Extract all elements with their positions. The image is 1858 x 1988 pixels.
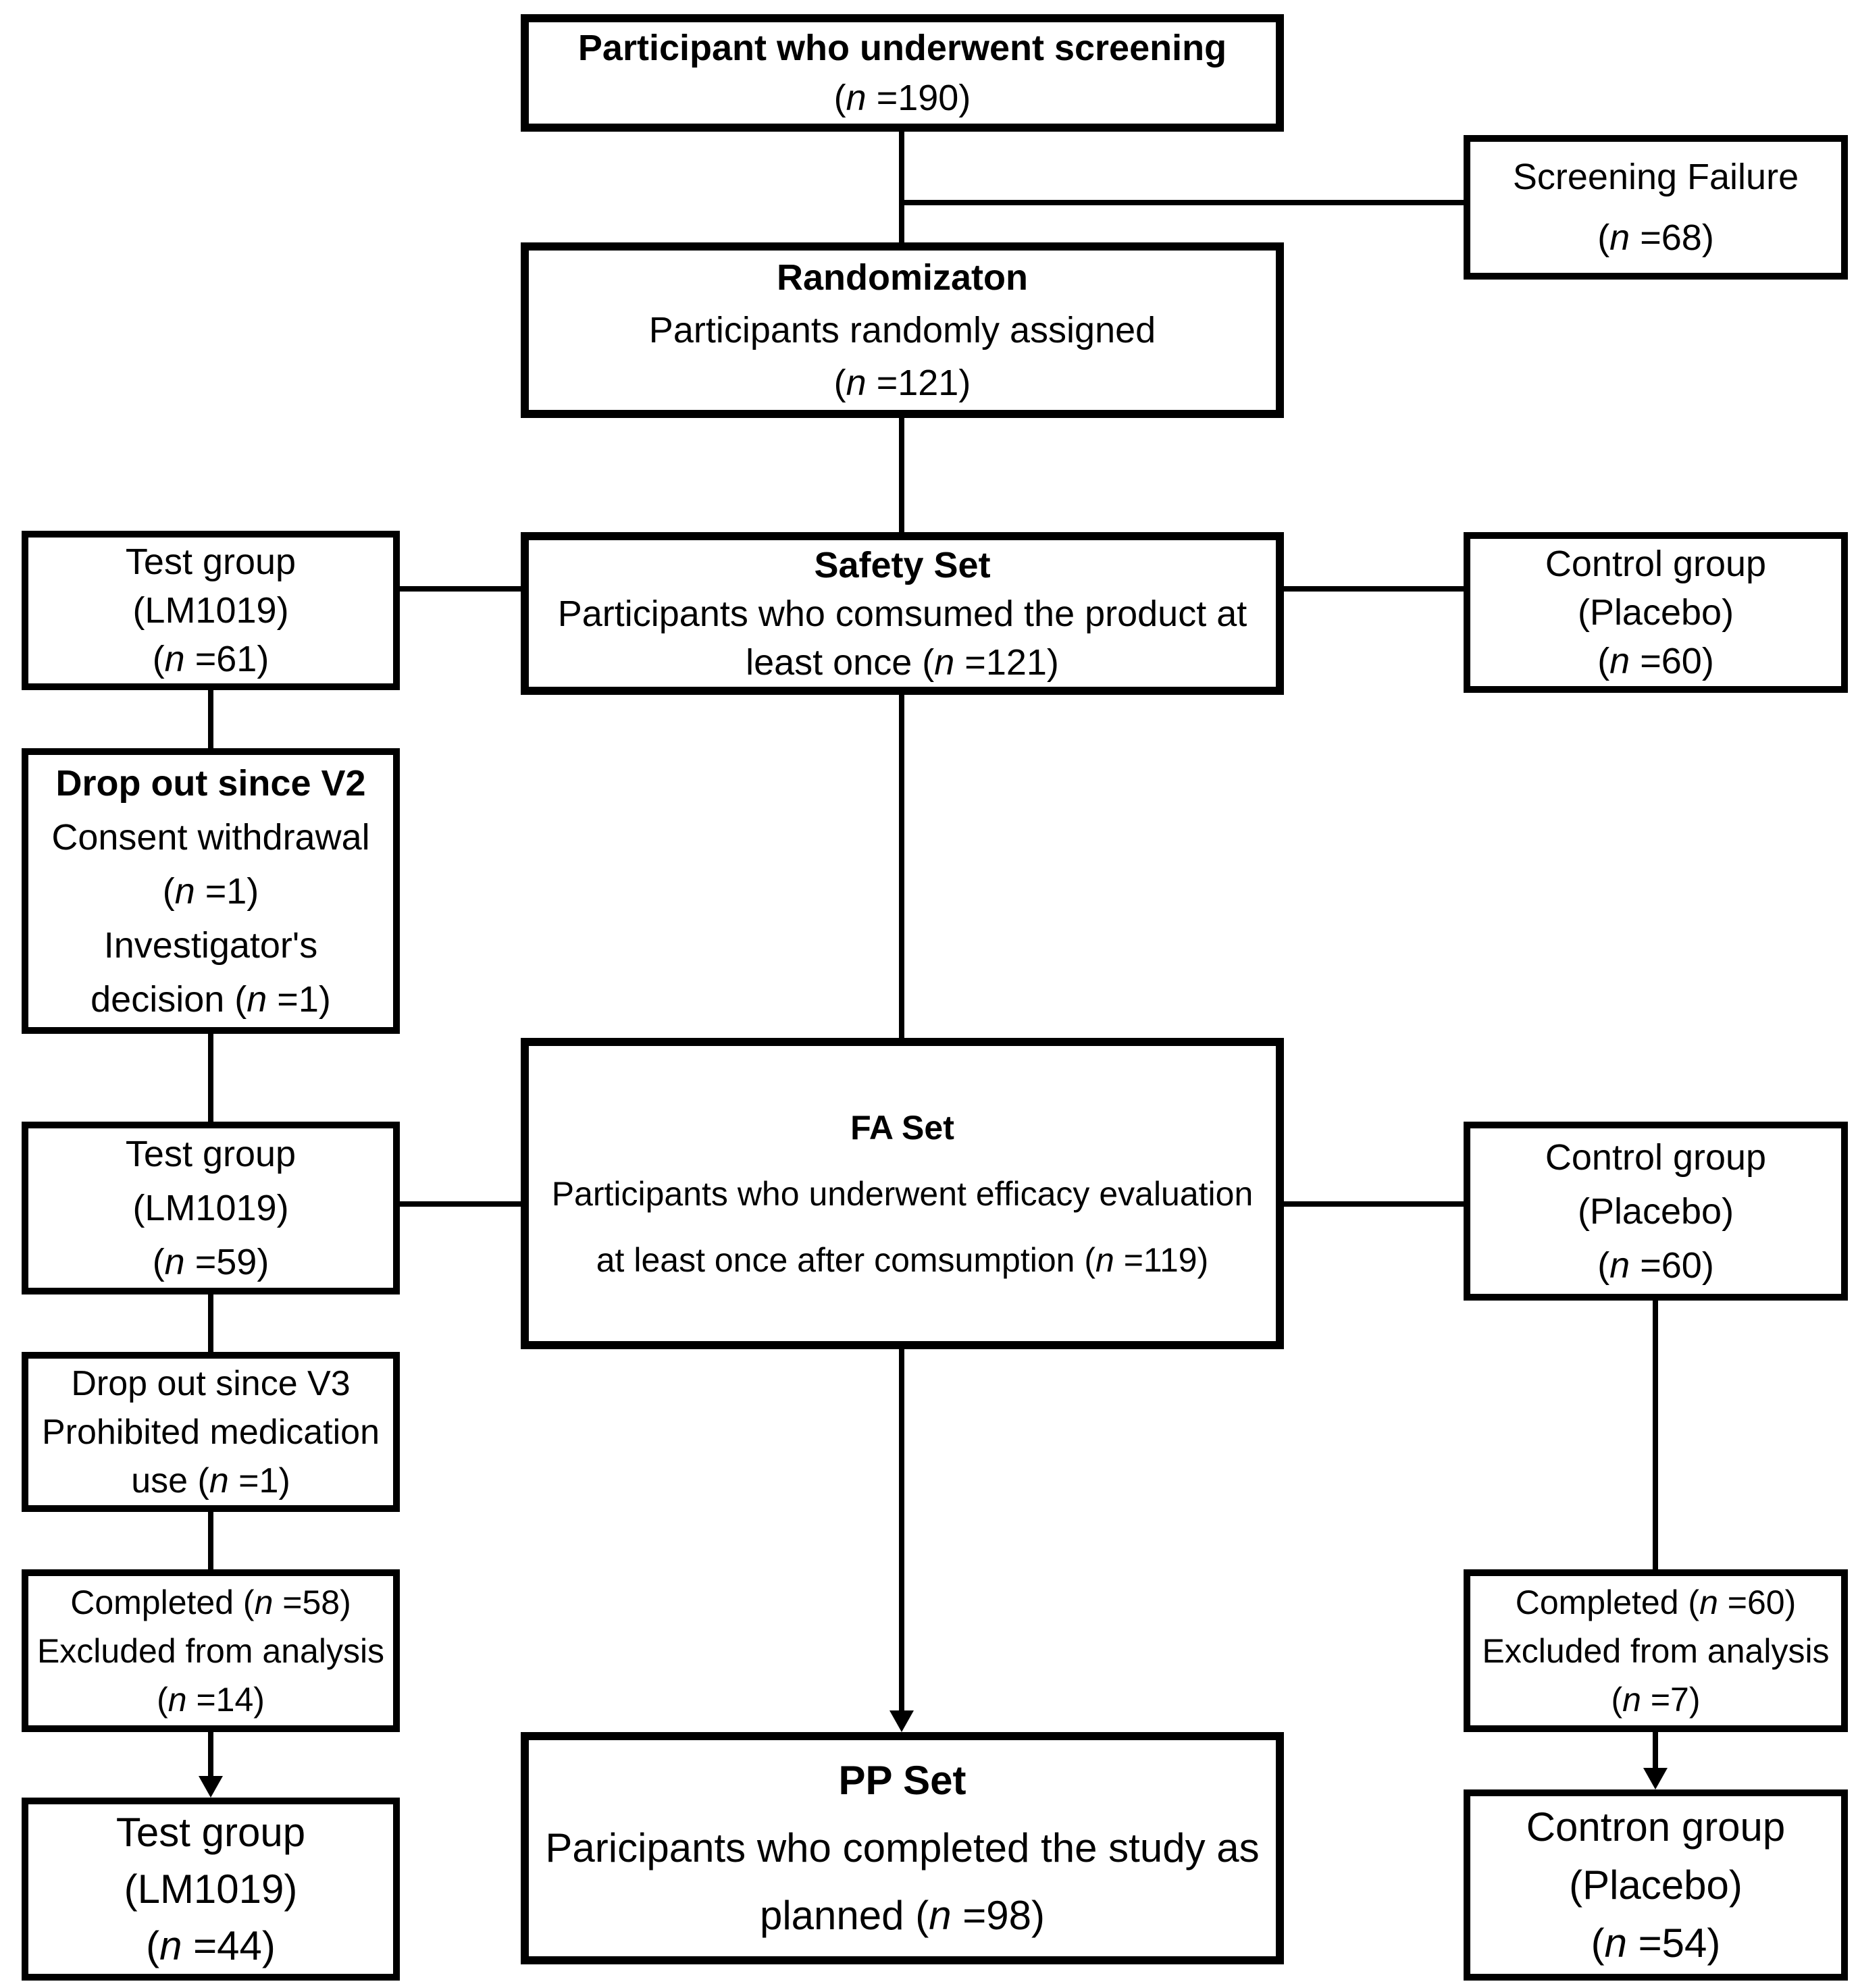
- box-line: (LM1019): [132, 590, 289, 631]
- connector-fa-set-to-pp-set: [899, 1349, 904, 1713]
- box-safety-set: Safety Set Participants who comsumed the…: [521, 532, 1284, 695]
- box-line: (n =121): [833, 363, 971, 403]
- box-screening-failure: Screening Failure (n =68): [1464, 135, 1848, 280]
- arrowhead-down-icon: [199, 1776, 223, 1798]
- box-line: (n =1): [162, 870, 259, 912]
- box-line: (LM1019): [132, 1188, 289, 1228]
- box-screening: Participant who underwent screening (n =…: [521, 14, 1284, 132]
- box-line: Control group: [1545, 544, 1767, 584]
- box-control-group-fa: Control group (Placebo) (n =60): [1464, 1122, 1848, 1301]
- box-completed-test: Completed (n =58) Excluded from analysis…: [22, 1569, 400, 1732]
- box-line: planned (n =98): [759, 1893, 1045, 1938]
- box-control-group-pp: Contron group (Placebo) (n =54): [1464, 1789, 1848, 1981]
- arrowhead-down-icon: [889, 1710, 914, 1732]
- connector-test-group-to-safety-set: [400, 586, 521, 592]
- box-randomization: Randomizaton Participants randomly assig…: [521, 242, 1284, 418]
- box-line: Participants who underwent efficacy eval…: [551, 1174, 1254, 1213]
- box-line: Test group: [125, 542, 296, 582]
- box-dropout-v3: Drop out since V3 Prohibited medication …: [22, 1352, 400, 1512]
- box-fa-set: FA Set Participants who underwent effica…: [521, 1038, 1284, 1349]
- box-control-group-safety: Control group (Placebo) (n =60): [1464, 532, 1848, 693]
- box-line: Drop out since V3: [71, 1363, 351, 1403]
- box-line: at least once after comsumption (n =119): [596, 1240, 1209, 1279]
- box-line: least once (n =121): [746, 642, 1059, 683]
- connector-fa-set-to-control-group: [1283, 1201, 1464, 1207]
- connector-completed-to-control-group-pp: [1653, 1731, 1658, 1771]
- box-line: (n =59): [152, 1242, 269, 1282]
- connector-completed-to-test-group-pp: [208, 1731, 213, 1779]
- box-line: Completed (n =60): [1515, 1583, 1797, 1621]
- box-line: (n =190): [833, 78, 971, 118]
- box-line: (n =54): [1591, 1920, 1721, 1966]
- box-line: (n =60): [1597, 1245, 1714, 1286]
- box-line: (n =68): [1597, 217, 1714, 258]
- box-line: Safety Set: [814, 544, 991, 585]
- box-line: (n =44): [146, 1922, 276, 1968]
- box-line: (Placebo): [1569, 1862, 1743, 1908]
- box-line: decision (n =1): [91, 978, 331, 1020]
- box-line: (n =61): [152, 639, 269, 679]
- box-line: (n =7): [1611, 1680, 1701, 1719]
- box-test-group-safety: Test group (LM1019) (n =61): [22, 531, 400, 690]
- connector-screening-to-randomization: [899, 132, 904, 243]
- box-line: Investigator's: [103, 924, 318, 966]
- box-line: Paricipants who completed the study as: [545, 1825, 1260, 1871]
- box-line: Participants who comsumed the product at: [557, 593, 1247, 634]
- box-pp-set: PP Set Paricipants who completed the stu…: [521, 1732, 1284, 1964]
- connector-randomization-to-safety-set: [899, 417, 904, 533]
- connector-test-group-to-dropout-v2: [208, 689, 213, 749]
- connector-safety-set-to-fa-set: [899, 694, 904, 1039]
- box-dropout-v2: Drop out since V2 Consent withdrawal (n …: [22, 748, 400, 1034]
- box-line: Drop out since V2: [55, 762, 366, 804]
- connector-branch-to-screening-failure: [902, 200, 1464, 205]
- box-line: (Placebo): [1577, 1191, 1734, 1232]
- box-line: Screening Failure: [1512, 157, 1799, 197]
- connector-test-group-to-fa-set: [400, 1201, 521, 1207]
- box-test-group-fa: Test group (LM1019) (n =59): [22, 1122, 400, 1294]
- box-line: (n =14): [157, 1680, 265, 1719]
- box-line: (Placebo): [1577, 592, 1734, 633]
- box-line: Prohibited medication: [41, 1412, 380, 1452]
- box-line: Test group: [115, 1809, 306, 1855]
- box-line: PP Set: [838, 1758, 966, 1803]
- box-line: Excluded from analysis: [36, 1631, 385, 1670]
- connector-dropout-v2-to-test-group: [208, 1033, 213, 1122]
- connector-dropout-v3-to-completed: [208, 1511, 213, 1570]
- box-line: Contron group: [1526, 1804, 1786, 1850]
- box-line: Completed (n =58): [70, 1583, 351, 1621]
- box-line: use (n =1): [131, 1461, 290, 1500]
- box-line: Consent withdrawal: [51, 816, 370, 858]
- box-line: Participants randomly assigned: [648, 310, 1156, 350]
- connector-test-group-to-dropout-v3: [208, 1294, 213, 1353]
- box-completed-control: Completed (n =60) Excluded from analysis…: [1464, 1569, 1848, 1732]
- box-line: Participant who underwent screening: [577, 28, 1227, 68]
- box-line: Test group: [125, 1134, 296, 1174]
- connector-control-group-to-completed: [1653, 1300, 1658, 1570]
- box-line: (LM1019): [124, 1866, 298, 1912]
- box-test-group-pp: Test group (LM1019) (n =44): [22, 1798, 400, 1981]
- box-line: FA Set: [850, 1108, 954, 1147]
- box-line: Control group: [1545, 1136, 1767, 1178]
- box-line: Excluded from analysis: [1482, 1631, 1830, 1670]
- box-line: Randomizaton: [777, 257, 1028, 298]
- connector-safety-set-to-control-group: [1283, 586, 1464, 592]
- arrowhead-down-icon: [1643, 1768, 1668, 1789]
- box-line: (n =60): [1597, 641, 1714, 681]
